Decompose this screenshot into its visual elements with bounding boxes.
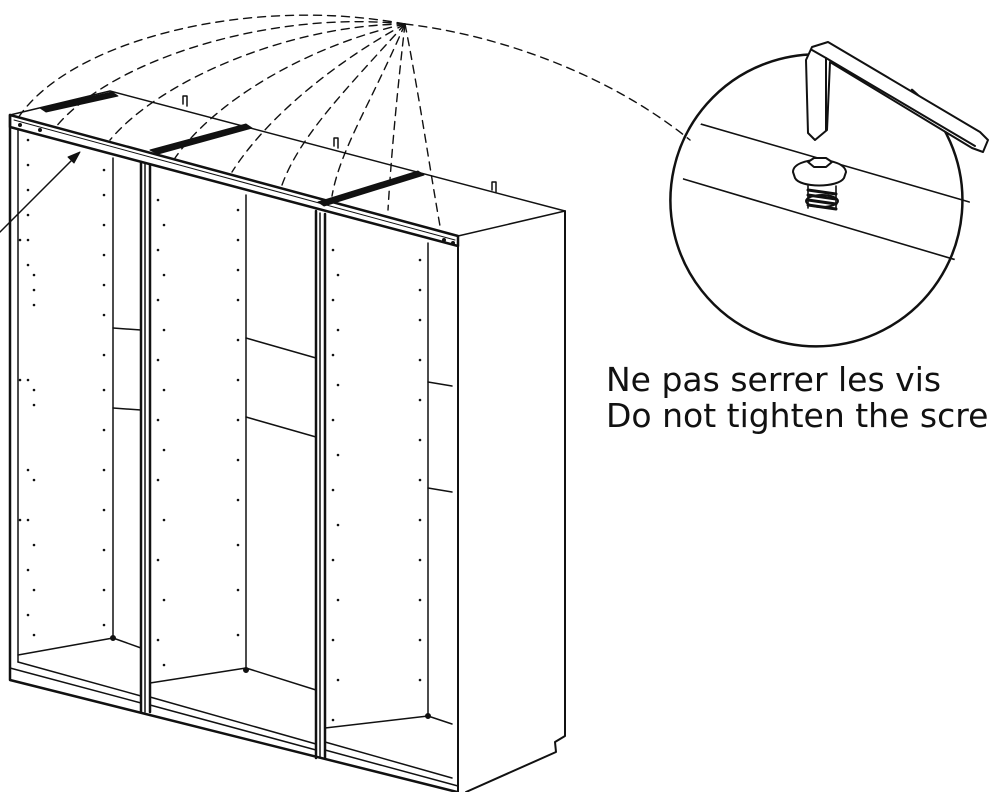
caption-french: Ne pas serrer les vis [606,360,942,399]
rail-screws [18,123,455,245]
detail-circle [669,53,964,348]
detail-view [669,41,989,348]
screw [792,157,847,211]
leader-lines [17,14,691,227]
right-side-panel [457,210,566,792]
hex-key [805,41,989,153]
shelf-pin-holes [18,138,422,722]
caption-english: Do not tighten the scre [606,396,989,435]
pointer-arrow [0,151,81,233]
wardrobe-top [9,90,566,237]
wardrobe-illustration [8,90,566,792]
